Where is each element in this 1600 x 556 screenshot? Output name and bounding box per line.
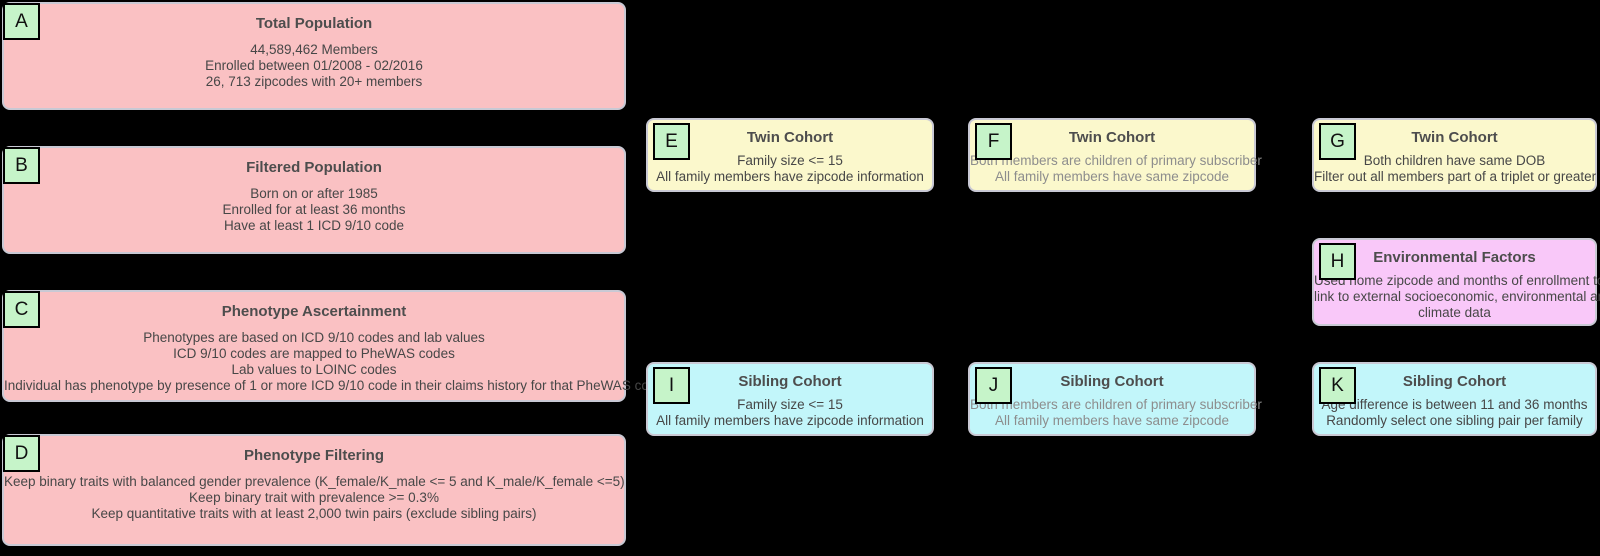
node-twin-cohort-e: E Twin Cohort Family size <= 15 All fami…	[646, 118, 934, 192]
node-filtered-population: B Filtered Population Born on or after 1…	[2, 146, 626, 254]
node-title: Filtered Population	[246, 159, 382, 176]
node-body: 44,589,462 Members Enrolled between 01/2…	[4, 42, 624, 90]
node-body: Both children have same DOB Filter out a…	[1314, 153, 1597, 185]
node-title: Phenotype Filtering	[243, 447, 384, 464]
node-sibling-cohort-i: I Sibling Cohort Family size <= 15 All f…	[646, 362, 934, 436]
node-title: Environmental Factors	[1373, 249, 1536, 266]
node-badge-j: J	[975, 367, 1012, 404]
node-body: Age difference is between 11 and 36 mont…	[1314, 397, 1595, 429]
body-line: Filter out all members part of a triplet…	[1314, 169, 1597, 184]
node-sibling-cohort-j: J Sibling Cohort Both members are childr…	[968, 362, 1262, 436]
body-line: Keep binary traits with balanced gender …	[4, 474, 625, 489]
body-line: Both children have same DOB	[1363, 153, 1546, 168]
node-badge-f: F	[975, 123, 1012, 160]
body-line: All family members have zipcode informat…	[656, 413, 924, 428]
node-badge-g: G	[1319, 123, 1356, 160]
node-title: Twin Cohort	[1068, 129, 1156, 146]
node-body: Both members are children of primary sub…	[970, 397, 1262, 429]
node-body: Born on or after 1985 Enrolled for at le…	[4, 186, 624, 234]
node-phenotype-ascertainment: C Phenotype Ascertainment Phenotypes are…	[2, 290, 664, 402]
node-badge-b: B	[3, 147, 40, 184]
body-line: link to external socioeconomic, environm…	[1314, 289, 1600, 304]
body-line: Both members are children of primary sub…	[970, 153, 1262, 168]
body-line: All family members have same zipcode	[994, 169, 1230, 184]
node-environmental-factors: H Environmental Factors Used home zipcod…	[1312, 238, 1600, 326]
node-body: Family size <= 15 All family members hav…	[648, 397, 932, 429]
body-line: Lab values to LOINC codes	[231, 362, 397, 377]
node-badge-c: C	[3, 291, 40, 328]
node-title: Phenotype Ascertainment	[221, 303, 407, 320]
node-title: Total Population	[255, 15, 373, 32]
node-total-population: A Total Population 44,589,462 Members En…	[2, 2, 626, 110]
body-line: Have at least 1 ICD 9/10 code	[223, 218, 405, 233]
node-title: Twin Cohort	[1411, 129, 1498, 146]
node-badge-h: H	[1319, 243, 1356, 280]
body-line: Both members are children of primary sub…	[970, 397, 1262, 412]
body-line: Randomly select one sibling pair per fam…	[1326, 413, 1583, 428]
body-line: Keep quantitative traits with at least 2…	[91, 506, 537, 521]
node-body: Used home zipcode and months of enrollme…	[1314, 273, 1600, 321]
node-body: Both members are children of primary sub…	[970, 153, 1262, 185]
node-badge-k: K	[1319, 367, 1356, 404]
node-body: Keep binary traits with balanced gender …	[4, 474, 625, 522]
node-badge-i: I	[653, 367, 690, 404]
body-line: Individual has phenotype by presence of …	[4, 378, 664, 393]
body-line: 26, 713 zipcodes with 20+ members	[205, 74, 423, 89]
node-badge-d: D	[3, 435, 40, 472]
body-line: ICD 9/10 codes are mapped to PheWAS code…	[173, 346, 455, 361]
node-badge-e: E	[653, 123, 690, 160]
node-twin-cohort-f: F Twin Cohort Both members are children …	[968, 118, 1262, 192]
body-line: Phenotypes are based on ICD 9/10 codes a…	[143, 330, 485, 345]
node-badge-a: A	[3, 3, 40, 40]
node-body: Phenotypes are based on ICD 9/10 codes a…	[4, 330, 664, 394]
node-sibling-cohort-k: K Sibling Cohort Age difference is betwe…	[1312, 362, 1597, 436]
body-line: Enrolled between 01/2008 - 02/2016	[205, 58, 423, 73]
body-line: Family size <= 15	[737, 397, 843, 412]
body-line: Born on or after 1985	[250, 186, 378, 201]
body-line: 44,589,462 Members	[250, 42, 378, 57]
body-line: Enrolled for at least 36 months	[222, 202, 406, 217]
node-twin-cohort-g: G Twin Cohort Both children have same DO…	[1312, 118, 1597, 192]
node-title: Sibling Cohort	[1060, 373, 1164, 390]
body-line: All family members have same zipcode	[994, 413, 1230, 428]
node-title: Sibling Cohort	[1402, 373, 1507, 390]
body-line: Used home zipcode and months of enrollme…	[1314, 273, 1600, 288]
body-line: Keep binary trait with prevalence >= 0.3…	[189, 490, 439, 505]
body-line: climate data	[1418, 305, 1491, 320]
node-phenotype-filtering: D Phenotype Filtering Keep binary traits…	[2, 434, 626, 546]
body-line: Family size <= 15	[737, 153, 843, 168]
body-line: All family members have zipcode informat…	[656, 169, 924, 184]
node-title: Twin Cohort	[746, 129, 834, 146]
node-body: Family size <= 15 All family members hav…	[648, 153, 932, 185]
body-line: Age difference is between 11 and 36 mont…	[1321, 397, 1588, 412]
node-title: Sibling Cohort	[738, 373, 842, 390]
